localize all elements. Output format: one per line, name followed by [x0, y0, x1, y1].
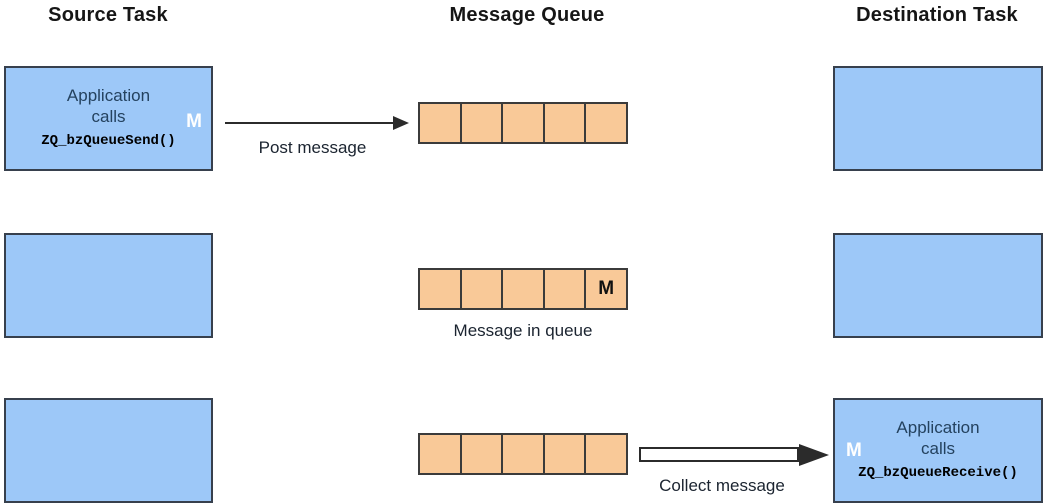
message-token: M [186, 111, 202, 132]
queue-cell [461, 104, 504, 142]
box-text-line: calls [91, 107, 126, 126]
destination-task-box-row3: Application calls ZQ_bzQueueReceive() M [833, 398, 1043, 503]
destination-task-text: Application calls ZQ_bzQueueReceive() [835, 400, 1041, 501]
message-queue-row3 [418, 433, 628, 475]
header-destination-task: Destination Task [856, 4, 1018, 26]
queue-cell [503, 435, 545, 473]
post-message-arrow [225, 122, 395, 124]
source-task-box-row1: Application calls ZQ_bzQueueSend() M [4, 66, 213, 171]
source-task-text: Application calls ZQ_bzQueueSend() [6, 68, 211, 169]
queue-cell [461, 270, 504, 308]
post-message-arrowhead-icon [393, 116, 409, 130]
collect-message-arrow [639, 447, 799, 462]
message-queue-row2: M [418, 268, 628, 310]
source-task-box-row3 [4, 398, 213, 503]
destination-task-box-row1 [833, 66, 1043, 171]
message-token: M [598, 278, 615, 299]
queue-cell [586, 104, 626, 142]
box-text-line: calls [920, 439, 955, 458]
queue-cell [544, 435, 587, 473]
queue-cell [420, 435, 462, 473]
queue-cell [544, 104, 587, 142]
message-in-queue-label: Message in queue [453, 321, 593, 340]
collect-message-label: Collect message [659, 476, 785, 495]
box-text-line: Application [896, 418, 980, 437]
collect-message-arrowhead-icon [799, 444, 829, 466]
queue-cell [420, 270, 462, 308]
post-message-label: Post message [258, 138, 367, 157]
message-queue-row1 [418, 102, 628, 144]
header-source-task: Source Task [48, 4, 168, 26]
header-message-queue: Message Queue [449, 4, 605, 26]
queue-cell-with-message: M [586, 270, 626, 308]
queue-cell [420, 104, 462, 142]
box-text-line: Application [66, 86, 151, 105]
destination-task-box-row2 [833, 233, 1043, 338]
queue-cell [544, 270, 587, 308]
message-token: M [846, 440, 862, 461]
queue-cell [503, 104, 545, 142]
queue-cell [503, 270, 545, 308]
queue-cell [461, 435, 504, 473]
source-task-box-row2 [4, 233, 213, 338]
api-call-receive: ZQ_bzQueueReceive() [858, 465, 1018, 481]
api-call-send: ZQ_bzQueueSend() [41, 133, 176, 149]
queue-cell [586, 435, 626, 473]
